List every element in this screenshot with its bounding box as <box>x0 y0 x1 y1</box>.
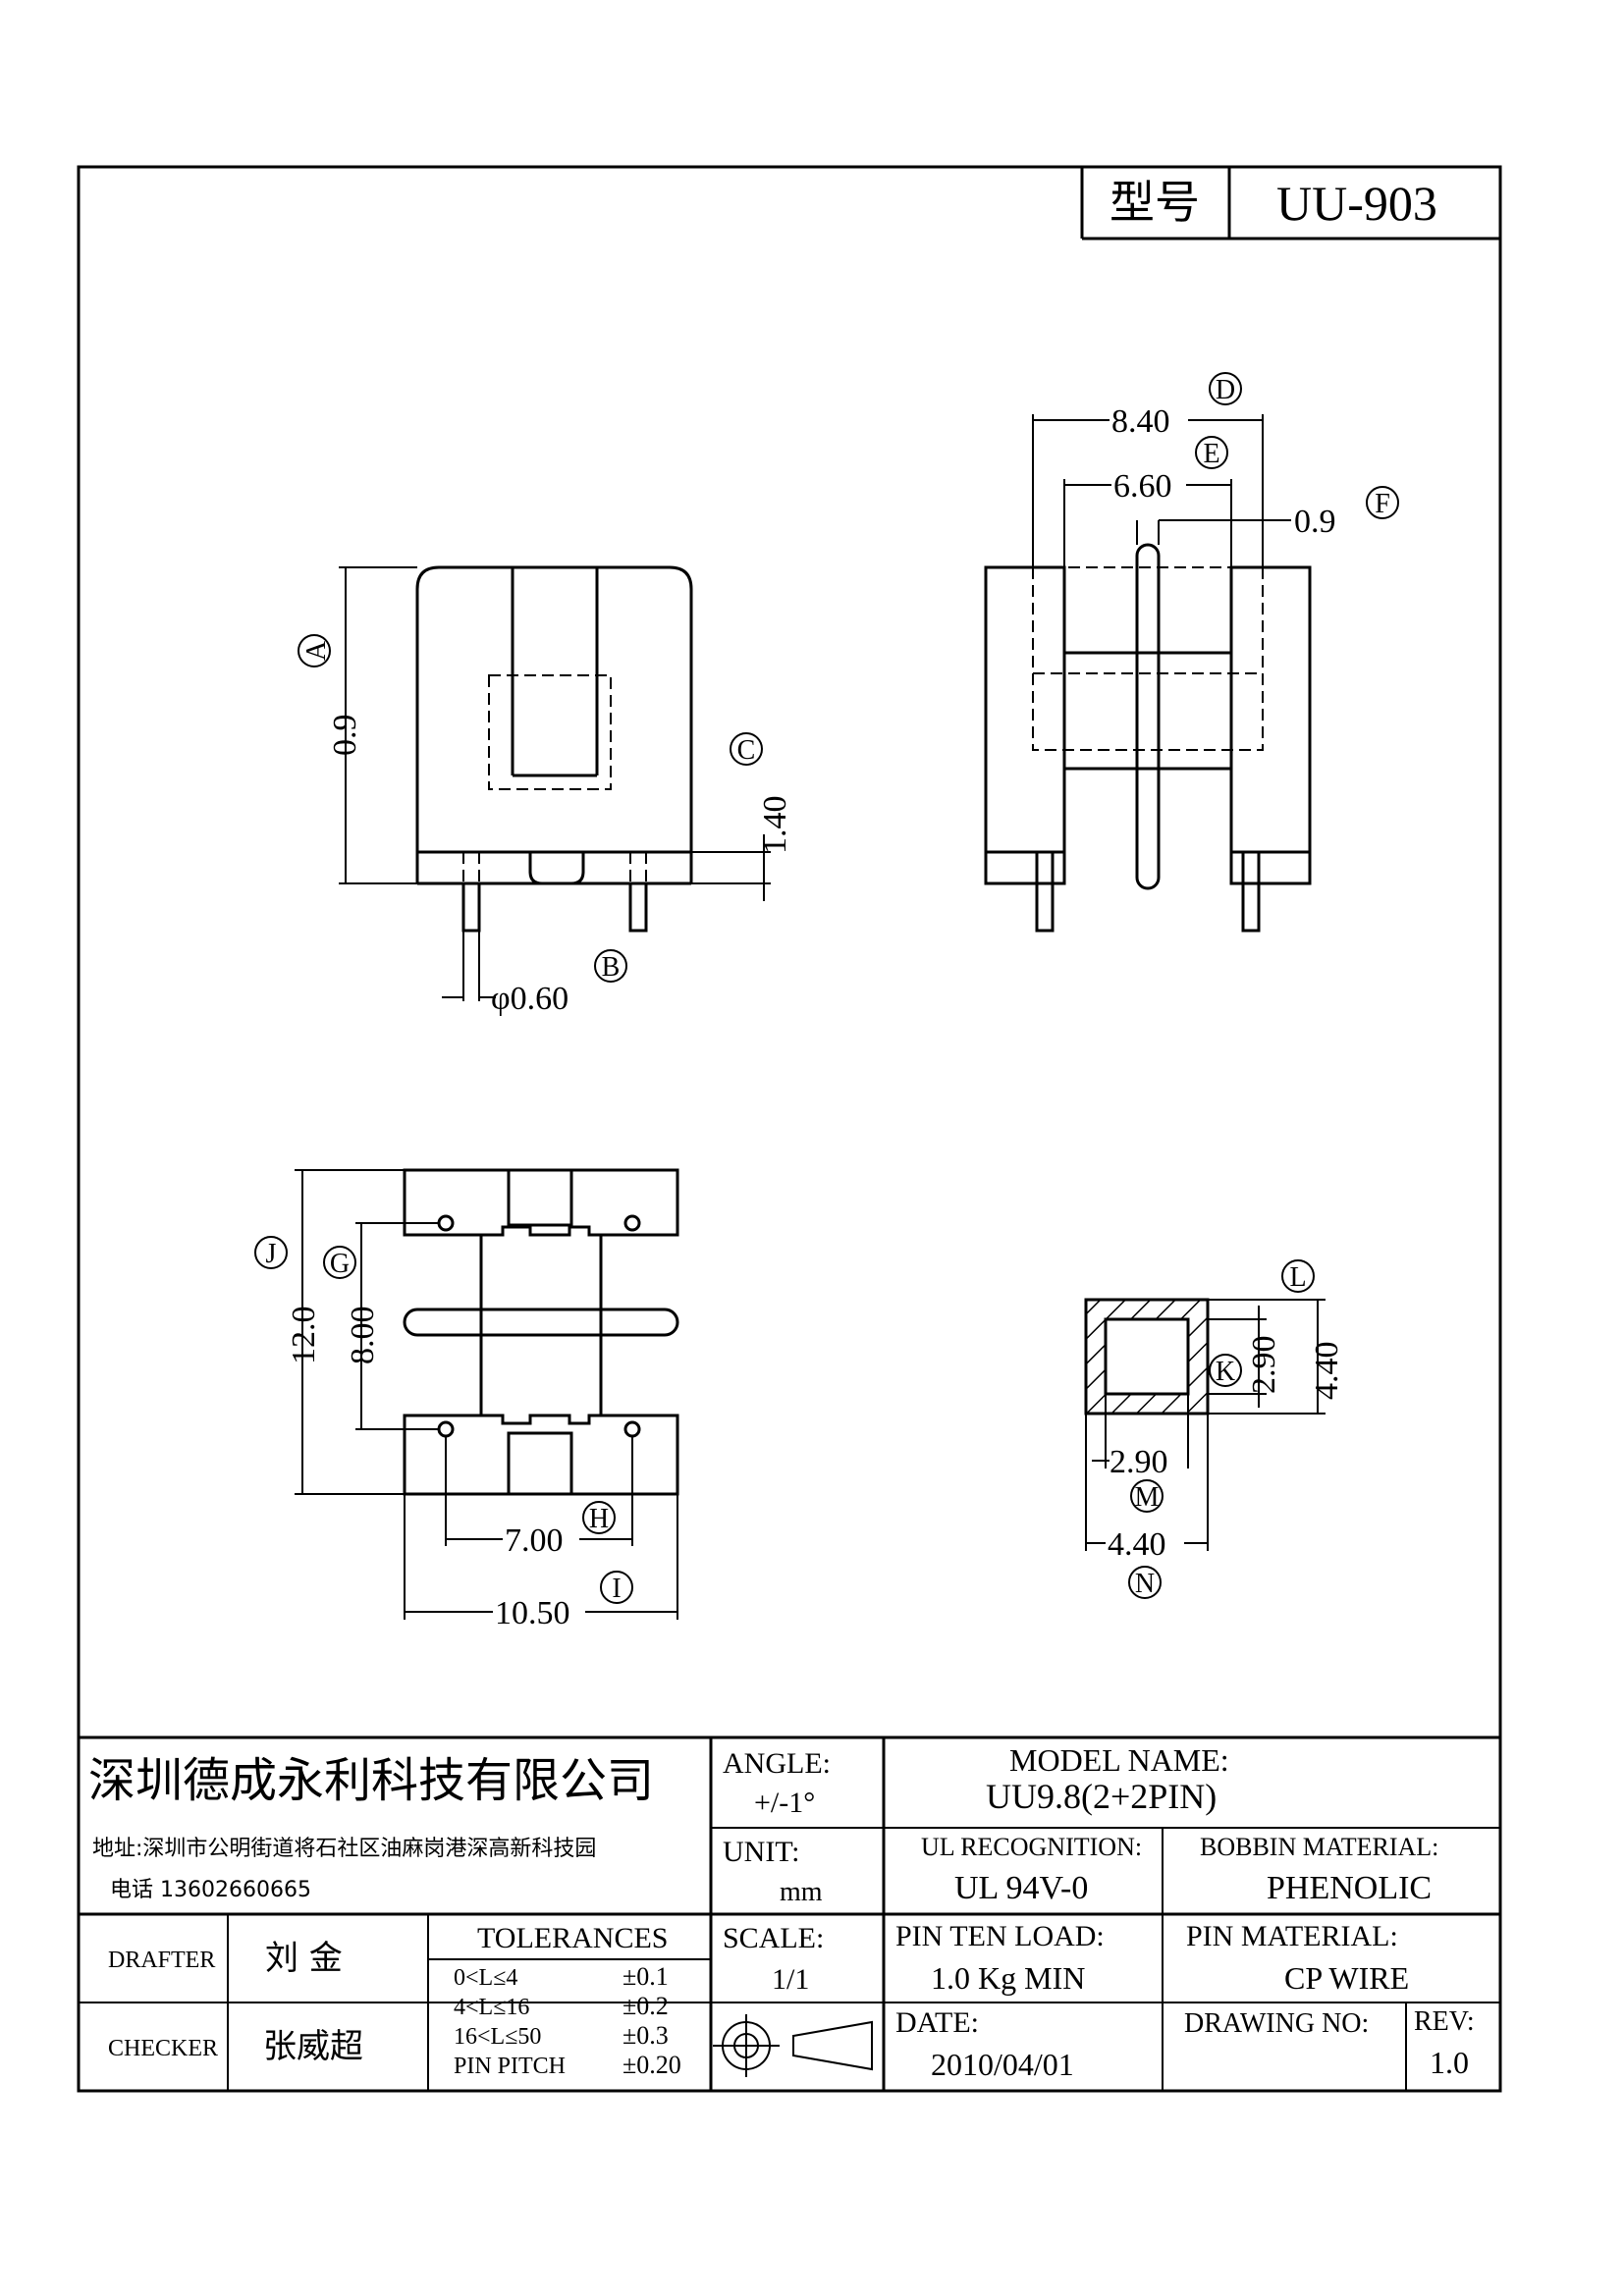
dim-b-value: φ0.60 <box>491 981 568 1017</box>
dim-k-tag: K <box>1216 1357 1235 1387</box>
dim-b-tag: B <box>602 952 621 983</box>
pin-load-value: 1.0 Kg MIN <box>931 1960 1085 1996</box>
dim-c-value: 1.40 <box>757 796 793 855</box>
dim-k-value: 2.90 <box>1246 1336 1282 1395</box>
tol-value-4: ±0.20 <box>623 2051 681 2079</box>
model-value: UU-903 <box>1276 176 1437 231</box>
title-block: 深圳德成永利科技有限公司 地址:深圳市公明街道将石社区油麻岗港深高新科技园 电话… <box>79 1735 1500 2091</box>
scale-label: SCALE: <box>723 1922 824 1954</box>
dim-j-value: 12.0 <box>286 1307 322 1365</box>
tol-range-4: PIN PITCH <box>454 2054 566 2079</box>
dim-d-value: 8.40 <box>1111 403 1170 440</box>
company-phone: 电话 13602660665 <box>110 1878 311 1902</box>
angle-value: +/-1° <box>754 1787 815 1819</box>
dim-i-tag: I <box>612 1574 621 1604</box>
model-box: 型号 UU-903 <box>1080 167 1500 240</box>
dim-a-value: 0.9 <box>327 715 363 757</box>
dim-e-tag: E <box>1203 439 1219 469</box>
company-address: 地址:深圳市公明街道将石社区油麻岗港深高新科技园 <box>92 1837 596 1861</box>
dim-h-value: 7.00 <box>505 1522 564 1559</box>
tol-value-1: ±0.1 <box>623 1962 669 1991</box>
dim-c-tag: C <box>737 735 756 766</box>
side-view: 8.40 D 6.60 E 0.9 F <box>984 372 1399 933</box>
angle-label: ANGLE: <box>723 1747 831 1780</box>
tolerances-label: TOLERANCES <box>477 1922 668 1954</box>
drawing-no-label: DRAWING NO: <box>1184 2008 1369 2039</box>
front-view: 0.9 A 1.40 C φ0.60 B <box>298 565 793 1017</box>
bobbin-label: BOBBIN MATERIAL: <box>1200 1833 1438 1861</box>
dim-h-tag: H <box>589 1504 609 1534</box>
section-view: 2.90 K 4.40 L 2.90 M 4.40 N <box>1084 1259 1345 1599</box>
dim-e-value: 6.60 <box>1113 468 1172 505</box>
dim-l-tag: L <box>1289 1262 1306 1293</box>
dim-l-value: 4.40 <box>1309 1342 1345 1401</box>
date-label: DATE: <box>895 2006 979 2039</box>
dim-f-value: 0.9 <box>1294 504 1336 540</box>
ul-label: UL RECOGNITION: <box>921 1833 1142 1861</box>
bottom-view: 12.0 J 8.00 G 7.00 H 10.50 I <box>254 1168 679 1631</box>
company-name: 深圳德成永利科技有限公司 <box>88 1753 654 1808</box>
dim-n-value: 4.40 <box>1108 1526 1166 1563</box>
checker-label: CHECKER <box>108 2036 218 2061</box>
scale-value: 1/1 <box>772 1963 809 1996</box>
tol-value-3: ±0.3 <box>623 2021 669 2050</box>
drawing-border <box>77 165 1502 2093</box>
tol-range-3: 16<L≤50 <box>454 2024 541 2050</box>
dim-f-tag: F <box>1375 489 1390 519</box>
dim-j-tag: J <box>266 1239 277 1269</box>
dim-m-value: 2.90 <box>1110 1444 1168 1480</box>
dim-a-tag: A <box>301 640 332 661</box>
dim-g-tag: G <box>330 1249 350 1279</box>
dim-m-tag: M <box>1135 1482 1160 1513</box>
tol-value-2: ±0.2 <box>623 1992 669 2020</box>
rev-label: REV: <box>1414 2006 1475 2037</box>
drafter-label: DRAFTER <box>108 1948 215 1973</box>
bobbin-value: PHENOLIC <box>1267 1870 1432 1906</box>
model-name-value: UU9.8(2+2PIN) <box>986 1777 1217 1816</box>
dim-i-value: 10.50 <box>495 1595 570 1631</box>
pin-load-label: PIN TEN LOAD: <box>895 1920 1105 1952</box>
date-value: 2010/04/01 <box>931 2047 1074 2082</box>
tol-range-1: 0<L≤4 <box>454 1965 517 1991</box>
tol-range-2: 4<L≤16 <box>454 1995 529 2020</box>
dim-d-tag: D <box>1216 375 1235 405</box>
projection-symbol-icon <box>713 2014 873 2077</box>
rev-value: 1.0 <box>1430 2045 1469 2080</box>
unit-label: UNIT: <box>723 1836 800 1868</box>
model-name-label: MODEL NAME: <box>1009 1742 1229 1778</box>
dim-n-tag: N <box>1135 1569 1155 1599</box>
drafter-value: 刘 金 <box>265 1939 343 1978</box>
model-label: 型号 <box>1110 176 1200 229</box>
ul-value: UL 94V-0 <box>954 1870 1088 1906</box>
dim-g-value: 8.00 <box>345 1307 381 1365</box>
pin-material-value: CP WIRE <box>1284 1960 1409 1996</box>
unit-value: mm <box>780 1877 823 1907</box>
pin-material-label: PIN MATERIAL: <box>1186 1920 1398 1952</box>
checker-value: 张威超 <box>263 2027 363 2066</box>
